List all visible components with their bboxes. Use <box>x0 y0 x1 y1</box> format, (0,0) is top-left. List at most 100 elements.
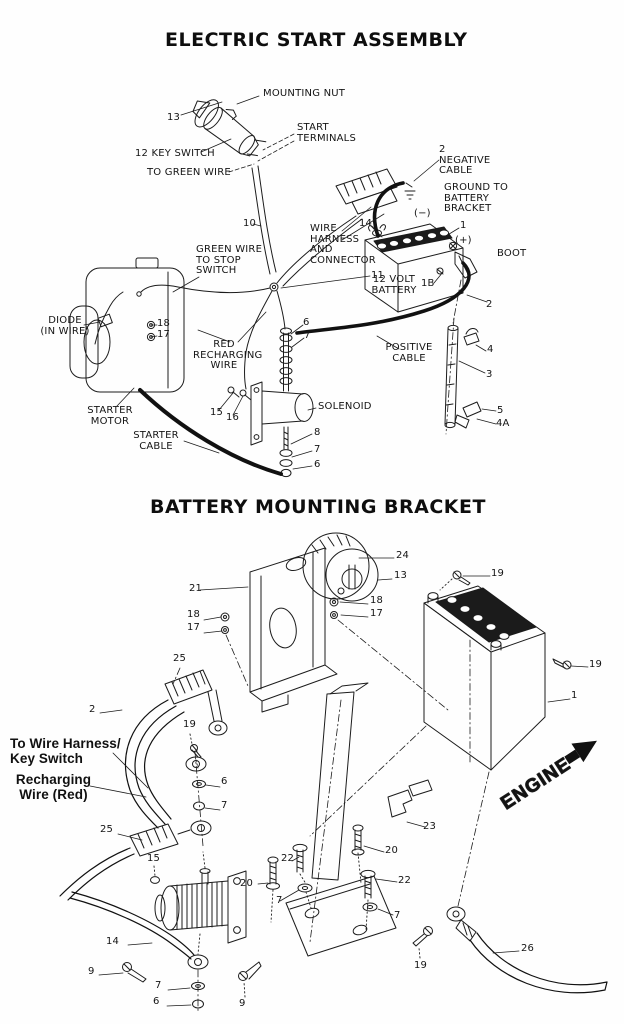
mounting-bracket-drawing <box>250 548 337 712</box>
lower-connector-25-drawing <box>60 824 190 900</box>
part-number-21: 21 <box>189 583 203 594</box>
label-positive-terminal: (+) <box>455 235 472 246</box>
part-number-7: 7 <box>304 330 311 341</box>
part-number-16: 16 <box>226 412 240 423</box>
support-post-drawing <box>310 683 432 942</box>
battery-screw-19-right <box>553 659 571 669</box>
part-number-3: 3 <box>486 369 493 380</box>
red-recharging-wire <box>245 291 273 389</box>
part-number-25-top: 25 <box>173 653 187 664</box>
carriage-bolts-drawing <box>267 825 378 930</box>
part-number-13: 13 <box>167 112 181 123</box>
label-positive-cable: POSITIVE CABLE <box>385 342 433 364</box>
label-mounting-nut: MOUNTING NUT <box>263 88 346 99</box>
part-number-15b: 15 <box>147 853 161 864</box>
label-to-wire-harness-key-switch: To Wire Harness/ Key Switch <box>10 736 121 766</box>
harness-wire-run <box>252 166 276 274</box>
part-number-6-bottom: 6 <box>153 996 160 1007</box>
label-red-recharging-wire: RED RECHARGING WIRE <box>193 339 263 371</box>
part-number-19-mid: 19 <box>183 719 197 730</box>
part-number-17-right: 17 <box>370 608 384 619</box>
battery-mounting-bracket-drawing: ENGINE <box>60 533 607 1012</box>
part-number-4: 4 <box>487 344 494 355</box>
cable-14-drawing <box>70 892 208 1012</box>
ring-lug-column-drawing <box>186 752 211 846</box>
part-number-14b: 14 <box>106 936 120 947</box>
diode-drawing <box>98 314 112 327</box>
starter-motor-drawing <box>70 258 184 392</box>
part-number-22-left: 22 <box>281 853 295 864</box>
part-number-22-right: 22 <box>398 875 412 886</box>
part-number-6: 6 <box>303 317 310 328</box>
bracket-cap-drawing <box>303 533 378 601</box>
part-number-25-low: 25 <box>100 824 114 835</box>
part-number-20-left: 20 <box>240 878 254 889</box>
label-12-volt-battery: 12 VOLT BATTERY <box>371 274 417 296</box>
part-number-18: 18 <box>157 318 171 329</box>
part-number-6-mid: 6 <box>221 776 228 787</box>
label-wire-harness-connector: WIRE HARNESS AND CONNECTOR <box>310 223 376 266</box>
bracket-23-drawing <box>388 790 412 817</box>
battery-screw-19-top <box>440 571 470 590</box>
part-number-14: 14 <box>359 218 373 229</box>
engine-direction-arrow: ENGINE <box>497 740 597 815</box>
leader-lines-section1 <box>84 96 496 469</box>
part-number-6b: 6 <box>314 459 321 470</box>
part-number-2-cable: 2 <box>89 704 96 715</box>
part-number-7-mid: 7 <box>221 800 228 811</box>
label-ground-to-bracket: GROUND TO BATTERY BRACKET <box>444 182 509 214</box>
label-negative-terminal: (−) <box>414 208 431 219</box>
part-number-7-right: 7 <box>394 910 401 921</box>
label-negative-cable-2: 2 NEGATIVE CABLE <box>439 144 491 176</box>
label-start-terminals: START TERMINALS <box>297 122 356 144</box>
leader-lines-section2 <box>90 558 588 1006</box>
part-number-7-center: 7 <box>276 895 283 906</box>
part-number-19-top: 19 <box>491 568 505 579</box>
part-number-1-battery: 1 <box>571 690 578 701</box>
positive-cable <box>297 263 469 333</box>
base-plate-drawing <box>286 876 396 956</box>
part-number-17: 17 <box>157 329 171 340</box>
solenoid-drawing <box>228 328 313 477</box>
part-number-19-right: 19 <box>589 659 603 670</box>
part-number-9-left: 9 <box>88 966 95 977</box>
label-starter-motor: STARTER MOTOR <box>87 405 133 427</box>
part-number-23: 23 <box>423 821 437 832</box>
engine-direction-label: ENGINE <box>497 754 575 815</box>
part-number-20-right: 20 <box>385 845 399 856</box>
battery-12v-drawing <box>365 224 463 312</box>
solenoid-bottom-drawing <box>155 852 246 954</box>
part-number-15: 15 <box>210 407 224 418</box>
label-key-switch-12: 12 KEY SWITCH <box>135 148 215 159</box>
part-number-2: 2 <box>486 299 493 310</box>
screws-drawing <box>123 927 433 998</box>
wire-clamp <box>270 283 278 291</box>
part-number-11: 11 <box>371 270 385 281</box>
part-number-18-right: 18 <box>370 595 384 606</box>
label-starter-cable: STARTER CABLE <box>133 430 179 452</box>
label-boot: BOOT <box>497 248 527 259</box>
wire-harness-connector-drawing <box>277 169 397 286</box>
battery-drawing <box>424 586 545 770</box>
green-wire <box>141 285 270 292</box>
part-number-8: 8 <box>314 427 321 438</box>
part-number-10: 10 <box>243 218 257 229</box>
cable-bundle-drawing <box>126 700 184 828</box>
section-title-electric-start: ELECTRIC START ASSEMBLY <box>165 29 468 51</box>
part-number-7-bottom: 7 <box>155 980 162 991</box>
part-number-19-bottom: 19 <box>414 960 428 971</box>
starter-cable <box>140 390 281 474</box>
part-number-24: 24 <box>396 550 410 561</box>
upper-connector-25-drawing <box>165 670 227 768</box>
bracket-rod-drawing <box>445 318 481 434</box>
label-to-green-wire: TO GREEN WIRE <box>147 167 231 178</box>
part-number-13b: 13 <box>394 570 408 581</box>
part-number-7b: 7 <box>314 444 321 455</box>
part-number-1b: 1B <box>421 278 435 289</box>
label-diode-in-wire: DIODE (IN WIRE) <box>40 315 90 337</box>
label-recharging-wire-red: Recharging Wire (Red) <box>15 772 92 802</box>
electric-start-assembly-drawing <box>70 89 496 476</box>
section-title-battery-bracket: BATTERY MOUNTING BRACKET <box>150 496 486 518</box>
